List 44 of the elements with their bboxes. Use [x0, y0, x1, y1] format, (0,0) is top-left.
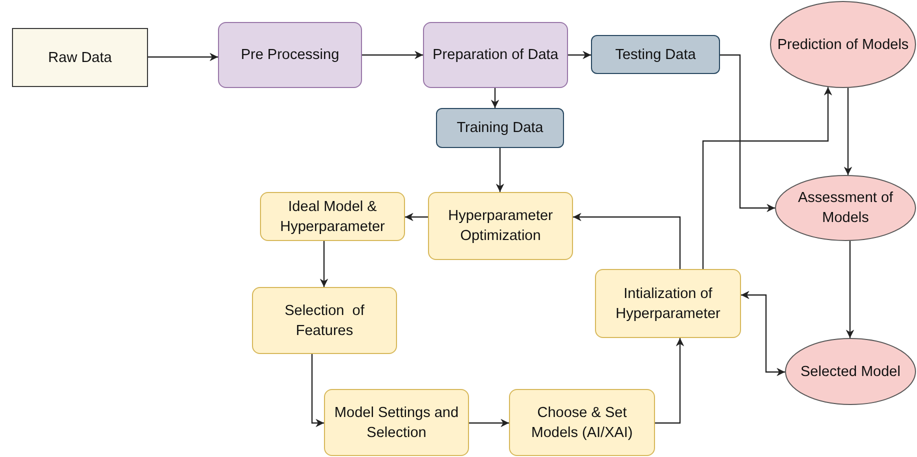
process-box [218, 22, 362, 88]
node-label: Choose & Set Models (AI/XAI) [530, 404, 634, 442]
process-box [324, 389, 469, 456]
arrow [702, 87, 832, 269]
node-label: Assessment of Models [796, 189, 894, 228]
node-label: Training Data [456, 119, 544, 138]
result-ellipse [785, 338, 916, 405]
arrow [844, 88, 852, 176]
node-label: Ideal Model & Hyperparameter [279, 198, 386, 236]
arrow [741, 290, 785, 376]
node-label: Model Settings and Selection [333, 404, 460, 442]
process-box [595, 269, 741, 338]
node-label: Hyperparameter Optimization [447, 207, 554, 246]
result-ellipse [775, 175, 916, 241]
process-box [12, 28, 148, 87]
arrow [573, 212, 681, 269]
process-box [260, 192, 405, 241]
node-label: Selection of Features [284, 302, 366, 340]
arrow [568, 50, 591, 60]
arrow [320, 241, 328, 287]
process-box [509, 389, 655, 456]
node-label: Selected Model [800, 362, 900, 382]
data-box [436, 108, 564, 148]
arrow [655, 338, 684, 424]
node-label: Preparation of Data [432, 46, 558, 65]
process-box [428, 192, 573, 260]
node-label: Testing Data [615, 46, 696, 64]
node-label: Prediction of Models [777, 36, 909, 54]
process-box [252, 287, 397, 354]
arrow [469, 418, 509, 428]
arrow [846, 240, 854, 338]
arrow [148, 52, 218, 62]
node-label: Pre Processing [240, 46, 340, 65]
node-label: Raw Data [48, 48, 112, 68]
arrow [362, 50, 423, 60]
process-box [423, 22, 568, 88]
arrow [311, 354, 324, 428]
data-box [591, 35, 720, 74]
arrow [720, 54, 775, 212]
node-label: Intialization of Hyperparameter [614, 284, 722, 324]
result-ellipse [770, 1, 916, 88]
arrow [496, 148, 504, 192]
arrow [405, 212, 428, 222]
arrow [490, 88, 500, 108]
